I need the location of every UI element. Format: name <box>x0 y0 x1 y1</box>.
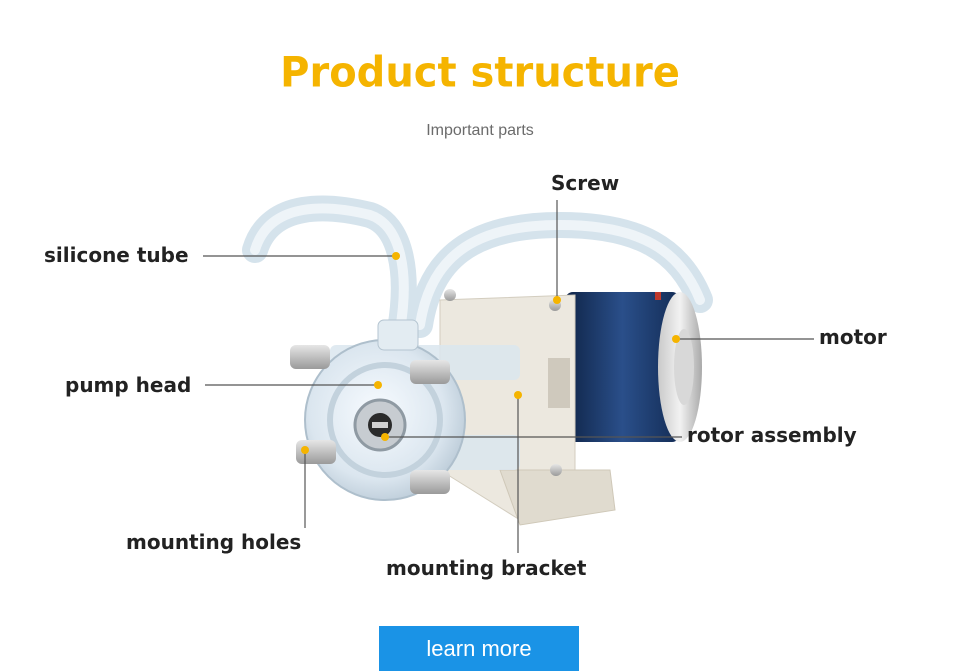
label-silicone-tube: silicone tube <box>44 243 189 267</box>
label-mounting-bracket: mounting bracket <box>386 556 587 580</box>
label-pump-head: pump head <box>65 373 192 397</box>
marker-motor <box>672 335 680 343</box>
marker-silicone-tube <box>392 252 400 260</box>
marker-mounting-holes <box>301 446 309 454</box>
marker-screw <box>553 296 561 304</box>
label-rotor-assembly: rotor assembly <box>687 423 857 447</box>
marker-pump-head <box>374 381 382 389</box>
label-mounting-holes: mounting holes <box>126 530 302 554</box>
label-screw: Screw <box>551 171 620 195</box>
label-motor: motor <box>819 325 887 349</box>
marker-bracket <box>514 391 522 399</box>
motor-body <box>565 292 680 442</box>
page-subtitle: Important parts <box>426 122 534 139</box>
page-title: Product structure <box>280 48 680 98</box>
marker-rotor <box>381 433 389 441</box>
learn-more-button[interactable]: learn more <box>379 626 579 671</box>
